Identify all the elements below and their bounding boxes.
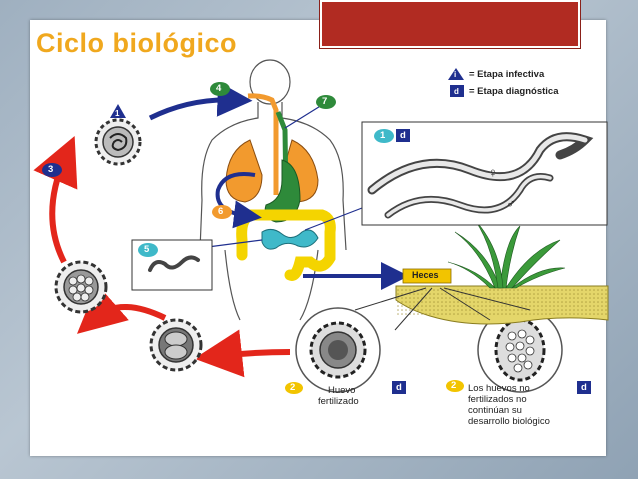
step-badge-3 [42,163,62,177]
feces-badge [402,268,452,284]
diagnostic-marker-worms: d [400,130,406,141]
legend-infective-marker: i [454,70,457,79]
egg-infective [94,118,142,166]
egg-two-cell [149,318,203,372]
diagnostic-marker-2b: d [581,382,587,393]
step-label-6: 6 [218,206,224,217]
legend-infective-label: = Etapa infectiva [469,69,545,80]
step-label-7: 7 [322,96,328,107]
legend-diagnostic-marker: d [454,87,459,96]
lungs [225,139,319,203]
step-badge-7 [316,95,336,109]
leader-7 [284,104,323,129]
arrow-egg-to-egg [76,284,167,334]
arrow-4 [148,81,253,121]
male-symbol: ♂ [506,196,516,211]
step-label-4: 4 [216,83,222,94]
arrow-fertilized-to-egg [194,329,291,378]
large-intestine [236,209,336,281]
egg-fertilized [295,307,381,393]
legend-diagnostic-label: = Etapa diagnóstica [469,86,559,97]
female-symbol: ♀ [488,165,498,180]
small-intestine [261,228,319,250]
unfertilized-label-1: Los huevos no [468,383,530,394]
human-body-outline [199,59,347,321]
leader-worm [304,207,363,231]
legend-diagnostic-icon [450,85,464,97]
larva-icon [148,255,200,272]
step-label-5: 5 [144,244,150,255]
step-badge-1 [110,104,126,118]
soil-leaders [354,287,531,331]
step-label-1: 1 [115,109,120,118]
header-accent-box [320,0,580,48]
step-label-2a: 2 [290,382,296,393]
step-label-1-worms: 1 [380,130,386,141]
diagnostic-marker-2a: d [396,382,402,393]
step-badge-2b [446,380,591,394]
step-label-3: 3 [48,164,54,175]
soil-with-grass [395,219,609,325]
feces-label: Heces [412,270,439,280]
fertilized-label-1: Huevo [328,385,356,396]
stomach [264,159,301,223]
fertilized-label-2: fertilizado [318,396,359,407]
step-badge-1d [374,129,410,143]
egg-segmented [54,260,108,314]
unfertilized-label-3: continúan su [468,405,522,416]
step-label-2b: 2 [451,380,457,391]
step-badge-5 [138,243,158,257]
egg-unfertilized [477,307,563,393]
legend-infective-icon [448,68,464,80]
step-badge-6 [212,205,232,219]
page-title: Ciclo biológico [36,28,237,58]
unfertilized-label-4: desarrollo biológico [468,416,550,427]
unfertilized-label-2: fertilizados no [468,394,527,405]
step-badge-4 [210,82,230,96]
step-badge-2a [285,381,406,394]
